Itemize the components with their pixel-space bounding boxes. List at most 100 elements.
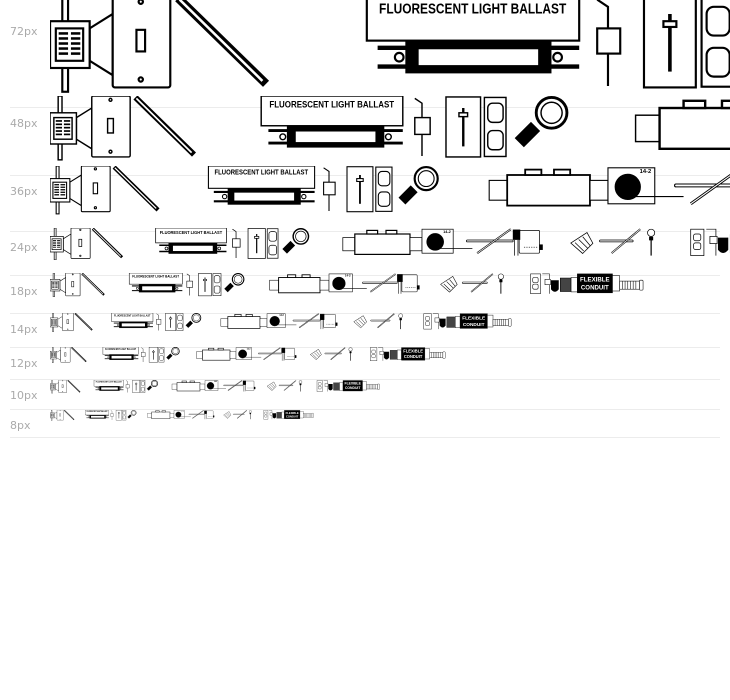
cable-14-2-icon: 14-2 bbox=[266, 313, 297, 328]
fluorescent-ballast-icon: FLUORESCENT LIGHT BALLAST bbox=[111, 313, 154, 329]
flexible-conduit-icon: FLEXIBLE CONDUIT bbox=[333, 380, 380, 392]
glyph-row: FLUORESCENT LIGHT BALLAST bbox=[50, 228, 730, 261]
dimmer-switch-icon bbox=[642, 0, 697, 89]
size-label: 48px bbox=[10, 117, 38, 130]
ring-terminal-icon bbox=[146, 380, 159, 391]
ring-terminal-icon bbox=[185, 313, 202, 328]
duplex-outlet-icon bbox=[700, 0, 730, 88]
wire-clip-icon bbox=[110, 410, 114, 420]
glyph-sample: FLUORESCENT LIGHT BALLAST bbox=[50, 96, 730, 161]
electrical-box-icon bbox=[50, 313, 63, 332]
size-label: 72px bbox=[10, 25, 38, 38]
ballast-label: FLUORESCENT LIGHT BALLAST bbox=[132, 274, 179, 278]
fluorescent-ballast-icon: FLUORESCENT LIGHT BALLAST bbox=[207, 166, 316, 205]
glyph-sample: FLUORESCENT LIGHT BALLAST bbox=[50, 166, 730, 215]
wire-clip-icon bbox=[414, 97, 431, 156]
bulb-wire-icon bbox=[599, 228, 656, 256]
wire-clip-icon bbox=[125, 380, 130, 393]
flexible-conduit-icon: FLEXIBLE CONDUIT bbox=[560, 273, 644, 294]
cross-wire-icon bbox=[362, 273, 398, 293]
wire-device-icon bbox=[319, 313, 338, 330]
wire-probe-icon bbox=[67, 380, 81, 393]
cable-14-2-icon: 14-2 bbox=[607, 167, 684, 205]
cable-label: 14-2 bbox=[640, 169, 652, 175]
glyph-row: FLUORESCENT LIGHT BALLAST bbox=[50, 313, 533, 332]
cross-wire-icon bbox=[258, 347, 282, 360]
wire-clip-icon bbox=[141, 347, 146, 362]
electrical-box-icon bbox=[50, 96, 93, 161]
row-separator bbox=[10, 409, 720, 410]
junction-connector-icon bbox=[220, 314, 268, 329]
ring-terminal-icon bbox=[282, 228, 310, 254]
fluorescent-ballast-icon: FLUORESCENT LIGHT BALLAST bbox=[85, 410, 109, 419]
glyph-row: FLUORESCENT LIGHT BALLAST bbox=[50, 410, 326, 421]
ballast-label: FLUORESCENT LIGHT BALLAST bbox=[105, 348, 137, 351]
light-switch-icon bbox=[60, 347, 71, 363]
glyph-row: FLUORESCENT LIGHT BALLAST bbox=[50, 166, 730, 215]
glyph-row: FLUORESCENT LIGHT BALLAST bbox=[50, 96, 730, 161]
conduit-label-line1: FLEXIBLE bbox=[286, 411, 299, 415]
size-label: 24px bbox=[10, 241, 38, 254]
ring-terminal-icon bbox=[127, 410, 137, 419]
cable-14-2-icon: 14-2 bbox=[421, 228, 473, 254]
light-switch-icon bbox=[70, 228, 91, 259]
conduit-label-line2: CONDUIT bbox=[286, 414, 299, 418]
cable-14-2-icon: 14-2 bbox=[173, 410, 191, 419]
conduit-label-line1: FLEXIBLE bbox=[403, 349, 423, 354]
duplex-outlet-icon bbox=[158, 347, 165, 363]
glyph-row: FLUORESCENT LIGHT BALLAST bbox=[50, 273, 671, 298]
junction-connector-icon bbox=[147, 410, 175, 419]
dimmer-switch-icon bbox=[346, 166, 374, 213]
light-switch-icon bbox=[56, 410, 64, 421]
cross-wire-icon bbox=[188, 410, 205, 419]
light-switch-icon bbox=[91, 96, 131, 158]
conduit-connector-icon bbox=[323, 380, 333, 392]
cable-14-2-icon: 14-2 bbox=[235, 347, 262, 360]
flexible-conduit-icon: FLEXIBLE CONDUIT bbox=[389, 347, 446, 361]
duplex-outlet-icon bbox=[140, 380, 146, 393]
outlet-plate-icon bbox=[690, 228, 705, 256]
duplex-outlet-icon bbox=[266, 228, 279, 259]
wire-device-icon bbox=[397, 274, 420, 294]
conduit-connector-icon bbox=[542, 273, 559, 294]
fluorescent-ballast-icon: FLUORESCENT LIGHT BALLAST bbox=[260, 96, 404, 148]
wire-clip-icon bbox=[186, 273, 193, 296]
wire-probe-icon bbox=[91, 228, 124, 259]
glyph-row: FLUORESCENT LIGHT BALLAST bbox=[50, 0, 730, 93]
wire-clip-icon bbox=[323, 167, 336, 211]
dimmer-switch-icon bbox=[115, 410, 122, 421]
conduit-label-line2: CONDUIT bbox=[404, 354, 423, 359]
cable-14-2-icon: 14-2 bbox=[204, 380, 227, 391]
wire-clip-icon bbox=[596, 0, 622, 86]
duplex-outlet-icon bbox=[122, 410, 127, 421]
cable-label: 14-2 bbox=[181, 410, 184, 413]
junction-connector-icon bbox=[634, 99, 730, 150]
electrical-box-icon bbox=[50, 0, 114, 93]
dimmer-switch-icon bbox=[165, 313, 176, 331]
glyph-sample: FLUORESCENT LIGHT BALLAST bbox=[50, 347, 446, 364]
conduit-label-line1: FLEXIBLE bbox=[345, 382, 362, 386]
junction-connector-icon bbox=[488, 168, 609, 207]
fluorescent-ballast-icon: FLUORESCENT LIGHT BALLAST bbox=[155, 228, 227, 254]
light-switch-icon bbox=[80, 166, 111, 213]
junction-connector-icon bbox=[342, 229, 423, 255]
fluorescent-ballast-icon: FLUORESCENT LIGHT BALLAST bbox=[365, 0, 581, 74]
ring-terminal-icon bbox=[398, 166, 439, 205]
duplex-outlet-icon bbox=[212, 273, 222, 296]
outlet-plate-icon bbox=[423, 313, 432, 330]
wire-probe-icon bbox=[112, 166, 160, 212]
row-separator bbox=[10, 275, 720, 276]
duplex-outlet-icon bbox=[375, 166, 393, 212]
wire-device-icon bbox=[204, 410, 215, 420]
ballast-label: FLUORESCENT LIGHT BALLAST bbox=[269, 100, 394, 111]
electrical-box-icon bbox=[50, 380, 59, 394]
ballast-label: FLUORESCENT LIGHT BALLAST bbox=[87, 410, 108, 413]
ballast-label: FLUORESCENT LIGHT BALLAST bbox=[379, 1, 566, 17]
cable-label: 14-2 bbox=[345, 274, 351, 278]
conduit-connector-icon bbox=[432, 313, 446, 330]
cross-wire-icon bbox=[223, 380, 244, 391]
electrical-box-icon bbox=[50, 166, 82, 215]
size-label: 36px bbox=[10, 185, 38, 198]
wire-nut-icon bbox=[353, 315, 367, 329]
duplex-outlet-icon bbox=[483, 96, 507, 158]
